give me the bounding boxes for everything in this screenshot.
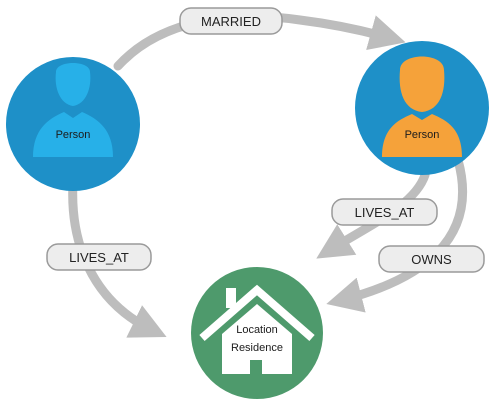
edge-label-married[interactable]: MARRIED [179,7,283,35]
node-person-left[interactable]: Person [6,57,140,191]
node-location[interactable]: Location Residence [191,267,323,399]
edge-label-owns[interactable]: OWNS [378,245,485,273]
edge-label-lives-at-left[interactable]: LIVES_AT [46,243,152,271]
person-silhouette-female-icon [382,56,462,157]
location-label-line2: Residence [231,342,283,354]
house-icon [199,284,315,374]
edge-label-married-text: MARRIED [201,14,261,29]
location-label-line1: Location [236,324,278,336]
edge-label-owns-text: OWNS [411,252,452,267]
edge-label-lives-at-right-text: LIVES_AT [355,205,415,220]
person-silhouette-icon [33,63,113,157]
person-right-label: Person [405,129,440,141]
node-person-right[interactable]: Person [355,41,489,175]
person-left-label: Person [56,129,91,141]
edge-label-lives-at-right[interactable]: LIVES_AT [331,198,438,226]
edge-label-lives-at-left-text: LIVES_AT [69,250,129,265]
